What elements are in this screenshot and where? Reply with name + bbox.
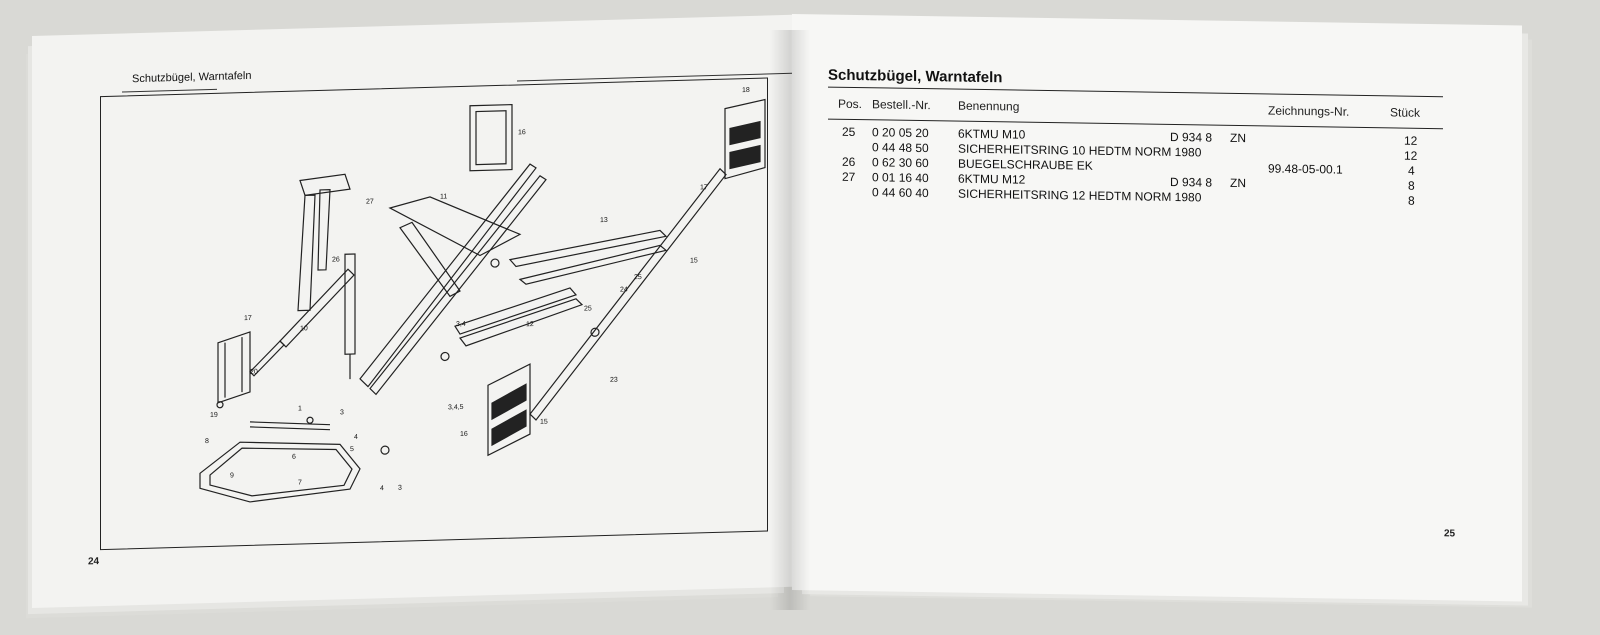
row-finish: ZN: [1230, 175, 1246, 191]
row-qty: 12: [1404, 133, 1418, 148]
callout-16: 16: [518, 129, 526, 136]
column-order-no: Bestell.-Nr.: [872, 97, 931, 113]
row-order-no: 0 62 30 60: [872, 155, 929, 171]
callout-4-b: 4: [380, 485, 384, 492]
callout-15: 15: [690, 257, 698, 264]
row-pos: 25: [842, 124, 856, 139]
callout-4: 4: [354, 434, 358, 441]
left-page-number: 24: [88, 556, 100, 568]
row-qty: 4: [1408, 163, 1415, 178]
callout-11: 11: [440, 193, 447, 200]
heading-rule: [828, 86, 1443, 98]
callout-8: 8: [205, 438, 209, 445]
row-order-no: 0 20 05 20: [872, 125, 929, 141]
row-name: 6KTMU M12: [958, 171, 1026, 187]
callout-26: 26: [332, 256, 340, 263]
callout-27: 27: [366, 198, 374, 205]
column-pos: Pos.: [838, 96, 863, 112]
callout-15-b: 15: [540, 419, 548, 426]
row-pos: 26: [842, 154, 856, 169]
row-order-no: 0 44 60 40: [872, 185, 929, 201]
row-qty: 12: [1404, 148, 1418, 163]
book-gutter: [770, 30, 810, 610]
callout-10: 10: [300, 325, 308, 332]
callout-13: 13: [600, 217, 608, 224]
row-qty: 8: [1408, 193, 1415, 208]
callout-25-a: 25: [584, 305, 592, 312]
row-order-no: 0 01 16 40: [872, 170, 929, 186]
callout-25-b: 25: [634, 274, 642, 281]
callout-3-4-5: 3,4,5: [448, 404, 464, 411]
column-drawing-no: Zeichnungs-Nr.: [1268, 103, 1350, 119]
callout-17-b: 17: [244, 315, 252, 322]
row-pos: 27: [842, 169, 856, 184]
left-page-heading: Schutzbügel, Warntafeln: [132, 69, 252, 86]
callout-5: 5: [350, 446, 354, 453]
row-name: 6KTMU M10: [958, 126, 1026, 142]
row-qty: 8: [1408, 178, 1415, 193]
column-qty: Stück: [1390, 105, 1421, 120]
row-drawing-no: 99.48-05-00.1: [1268, 161, 1343, 177]
row-norm: D 934 8: [1170, 174, 1213, 190]
row-finish: ZN: [1230, 130, 1246, 146]
callout-3-b: 3: [398, 485, 402, 492]
callout-19: 19: [210, 412, 218, 419]
right-page: Schutzbügel, Warntafeln Pos. Bestell.-Nr…: [792, 14, 1522, 602]
callout-17: 17: [700, 184, 708, 191]
callout-9: 9: [230, 472, 234, 479]
callout-6: 6: [292, 454, 296, 461]
callout-3: 3: [340, 409, 344, 416]
callout-12: 12: [526, 321, 534, 328]
row-name: SICHERHEITSRING 12 HEDTM NORM 1980: [958, 186, 1202, 205]
row-order-no: 0 44 48 50: [872, 140, 929, 156]
right-page-heading: Schutzbügel, Warntafeln: [828, 66, 1003, 87]
callout-1: 1: [298, 405, 302, 412]
exploded-parts-diagram: 18 16 17 11 27 26 15 13 3,4 12 25 24 25 …: [199, 87, 766, 503]
row-name: BUEGELSCHRAUBE EK: [958, 156, 1093, 173]
callout-16-b: 16: [460, 431, 468, 438]
callout-24: 24: [620, 286, 628, 293]
column-name: Benennung: [958, 98, 1020, 114]
row-norm: D 934 8: [1170, 129, 1213, 145]
left-page: Schutzbügel, Warntafeln: [32, 14, 792, 608]
callout-3-4: 3,4: [456, 321, 466, 328]
callout-7: 7: [298, 479, 302, 486]
callout-18: 18: [742, 87, 750, 94]
main-frame-bar: [359, 163, 537, 388]
callout-20: 20: [250, 369, 258, 376]
right-page-number: 25: [1444, 528, 1456, 540]
callout-23: 23: [610, 377, 618, 384]
